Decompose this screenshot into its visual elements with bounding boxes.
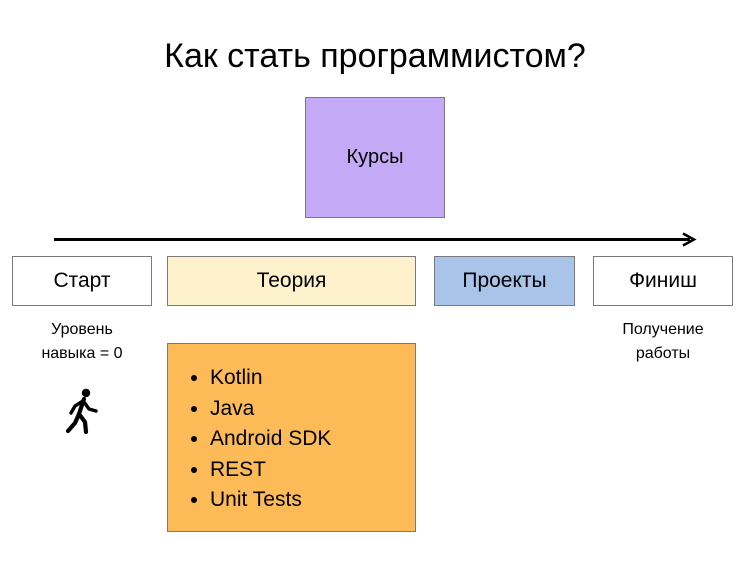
courses-label: Курсы — [346, 146, 404, 168]
skill-item: REST — [210, 455, 415, 486]
skills-list: Kotlin Java Android SDK REST Unit Tests — [168, 363, 415, 516]
theory-skills-box: Kotlin Java Android SDK REST Unit Tests — [167, 343, 416, 532]
skill-item: Java — [210, 394, 415, 425]
walking-person-icon — [65, 388, 98, 434]
projects-node: Проекты — [434, 256, 575, 306]
skill-item: Kotlin — [210, 363, 415, 394]
theory-label: Теория — [256, 269, 327, 292]
start-note-line1: Уровень — [51, 321, 113, 338]
start-note-line2: навыка = 0 — [41, 345, 123, 362]
finish-note: Получение работы — [593, 318, 733, 366]
theory-node: Теория — [167, 256, 416, 306]
projects-label: Проекты — [462, 269, 547, 292]
courses-node: Курсы — [305, 97, 445, 218]
start-node: Старт — [12, 256, 152, 306]
finish-node: Финиш — [593, 256, 733, 306]
finish-note-line2: работы — [635, 345, 691, 362]
finish-label: Финиш — [629, 269, 697, 292]
diagram-title: Как стать программистом? — [164, 37, 586, 75]
skill-item: Unit Tests — [210, 485, 415, 516]
start-label: Старт — [53, 269, 111, 292]
skill-item: Android SDK — [210, 424, 415, 455]
start-note: Уровень навыка = 0 — [12, 318, 152, 366]
finish-note-line1: Получение — [622, 321, 704, 338]
